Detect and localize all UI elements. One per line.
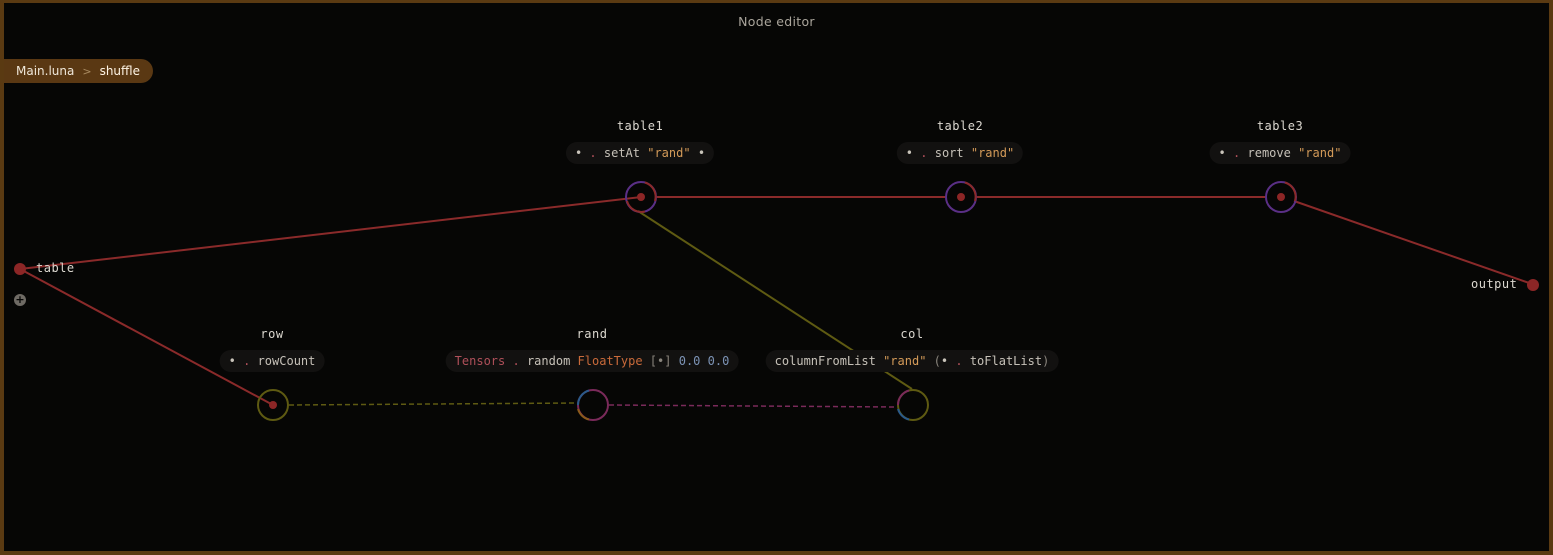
expr-token: rowCount	[257, 354, 316, 368]
expr-token: 0.0	[678, 354, 701, 368]
expr-token: •	[1218, 146, 1226, 160]
breadcrumb-item-module[interactable]: Main.luna	[16, 64, 75, 78]
expr-token: .	[243, 354, 251, 368]
expr-token: columnFromList	[774, 354, 876, 368]
edge-input-row[interactable]	[19, 268, 274, 406]
node-table1[interactable]	[625, 181, 657, 213]
input-port-table[interactable]	[14, 263, 26, 275]
node-name-table3[interactable]: table3	[1256, 119, 1304, 133]
expr-token: .	[955, 354, 963, 368]
expr-token: FloatType	[577, 354, 643, 368]
node-table2[interactable]	[945, 181, 977, 213]
output-port-label: output	[1471, 277, 1518, 291]
expr-token: .	[512, 354, 520, 368]
breadcrumb-separator: >	[82, 64, 92, 78]
expr-token: "rand"	[1298, 146, 1342, 160]
node-name-rand[interactable]: rand	[576, 327, 608, 341]
node-name-row[interactable]: row	[260, 327, 284, 341]
expr-token: )	[1042, 354, 1050, 368]
node-expression-col[interactable]: columnFromList "rand" (• . toFlatList)	[765, 350, 1059, 372]
node-name-col[interactable]: col	[900, 327, 924, 341]
breadcrumb-item-function[interactable]: shuffle	[99, 64, 141, 78]
expr-token: .	[1233, 146, 1241, 160]
expr-token: •	[574, 146, 583, 160]
node-row[interactable]	[257, 389, 289, 421]
expr-token: •	[228, 354, 236, 368]
expr-token: remove	[1247, 146, 1291, 160]
node-rand[interactable]	[576, 389, 609, 421]
node-table3[interactable]	[1265, 181, 1297, 213]
expr-token: "rand"	[883, 354, 927, 368]
edge-rand-col[interactable]	[608, 404, 898, 408]
graph-canvas	[14, 181, 1539, 421]
node-name-table2[interactable]: table2	[936, 119, 984, 133]
expr-token: •	[697, 146, 706, 160]
node-expression-table2[interactable]: • . sort "rand"	[896, 142, 1024, 164]
expr-token: •	[940, 354, 949, 368]
input-port-label: table	[36, 261, 75, 275]
node-editor[interactable]: Node editor Main.luna > shuffle	[4, 3, 1549, 551]
output-port[interactable]	[1527, 279, 1539, 291]
expr-token: •	[905, 146, 914, 160]
expr-token: toFlatList	[969, 354, 1043, 368]
node-expression-rand[interactable]: Tensors . random FloatType [•] 0.0 0.0	[445, 350, 739, 372]
expr-token: Tensors	[454, 354, 506, 368]
node-name-table1[interactable]: table1	[616, 119, 664, 133]
edge-table3-output[interactable]	[1293, 200, 1533, 285]
node-col[interactable]	[896, 389, 929, 421]
expr-token: "rand"	[970, 146, 1015, 160]
expr-token: (	[933, 354, 941, 368]
node-expression-table1[interactable]: • . setAt "rand" •	[565, 142, 715, 164]
expr-token: sort	[934, 146, 964, 160]
node-expression-table3[interactable]: • . remove "rand"	[1209, 142, 1351, 164]
breadcrumb: Main.luna > shuffle	[4, 59, 154, 83]
expr-token: setAt	[603, 146, 640, 160]
edge-input-table1[interactable]	[19, 196, 642, 270]
editor-title: Node editor	[738, 14, 815, 29]
expr-token: "rand"	[647, 146, 691, 160]
node-expression-row[interactable]: • . rowCount	[219, 350, 325, 372]
expr-token: random	[526, 354, 571, 368]
expr-token: .	[589, 146, 597, 160]
expr-token: 0.0	[707, 354, 730, 368]
expr-token: [•]	[649, 354, 672, 368]
add-port-icon[interactable]: +	[14, 293, 26, 306]
edge-row-rand[interactable]	[288, 402, 578, 406]
expr-token: .	[920, 146, 928, 160]
